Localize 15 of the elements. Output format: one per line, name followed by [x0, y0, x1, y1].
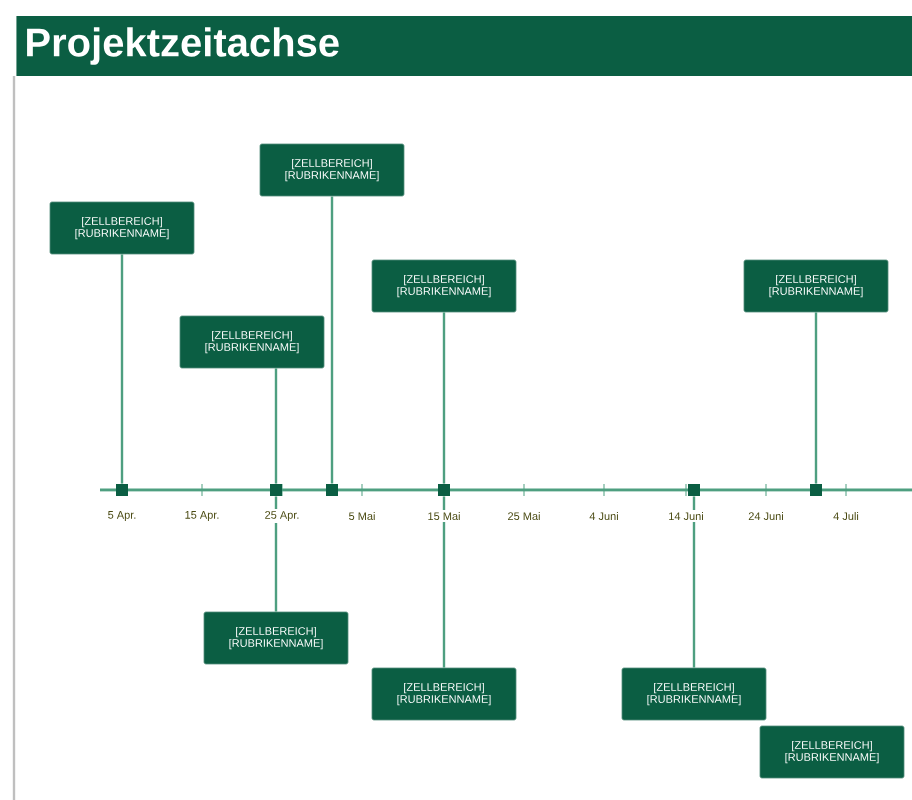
milestone-marker — [810, 484, 822, 496]
connector-line — [814, 312, 818, 484]
milestone-marker — [116, 484, 128, 496]
milestone-marker — [438, 484, 450, 496]
connector-line — [330, 196, 334, 484]
milestone-marker — [270, 484, 282, 496]
connector-line — [692, 496, 696, 668]
title-bar: Projektzeitachse — [16, 16, 912, 76]
connector-line — [120, 254, 124, 484]
connector-line — [274, 496, 278, 612]
milestone-marker — [688, 484, 700, 496]
connector-line — [274, 368, 278, 484]
milestone-marker — [326, 484, 338, 496]
connector-line — [442, 496, 446, 668]
connector-line — [442, 312, 446, 484]
